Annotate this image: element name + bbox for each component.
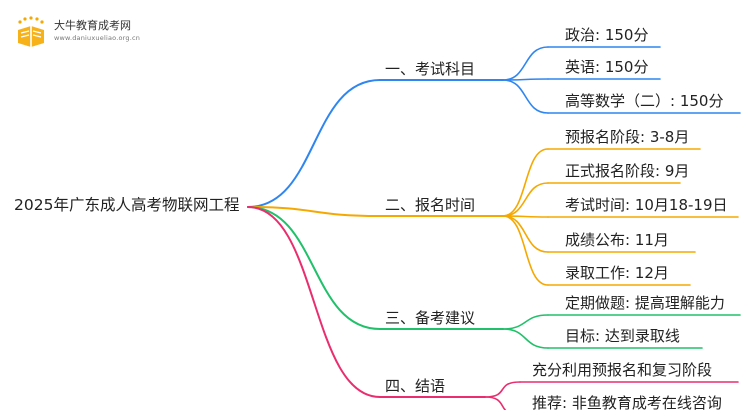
leaf-node-1-2[interactable]: 英语: 150分 (565, 58, 649, 76)
branch-connector-4 (247, 206, 381, 398)
leaf-node-1-3[interactable]: 高等数学（二）: 150分 (565, 92, 724, 110)
logo-subtitle: www.daniuxueliao.org.cn (54, 34, 141, 42)
leaf-node-3-1[interactable]: 定期做题: 提高理解能力 (565, 294, 725, 312)
leaf-connector-3-2 (502, 328, 549, 349)
leaf-connector-4-1 (484, 381, 521, 398)
leaf-node-2-1[interactable]: 预报名阶段: 3-8月 (565, 128, 690, 146)
leaf-node-4-1[interactable]: 充分利用预报名和复习阶段 (532, 361, 713, 379)
brand-logo: 大牛教育成考网 www.daniuxueliao.org.cn (14, 14, 164, 50)
leaf-connector-2-4 (502, 215, 549, 253)
branch-node-2[interactable]: 二、报名时间 (385, 196, 476, 214)
branch-node-1[interactable]: 一、考试科目 (385, 60, 476, 78)
logo-title: 大牛教育成考网 (54, 19, 131, 32)
branch-connector-1 (247, 79, 381, 208)
leaf-connector-3-1 (502, 314, 549, 330)
leaf-node-2-3[interactable]: 考试时间: 10月18-19日 (565, 196, 728, 214)
leaf-connector-2-5 (502, 215, 549, 286)
leaf-node-4-2[interactable]: 推荐: 非鱼教育成考在线咨询 (532, 394, 722, 412)
branch-node-4[interactable]: 四、结语 (385, 377, 446, 395)
leaf-connector-2-1 (502, 148, 549, 217)
root-node[interactable]: 2025年广东成人高考物联网工程 (14, 196, 240, 214)
leaf-node-3-2[interactable]: 目标: 达到录取线 (565, 327, 680, 345)
leaf-connector-1-3 (502, 79, 549, 114)
leaf-node-2-2[interactable]: 正式报名阶段: 9月 (565, 162, 690, 180)
leaf-node-2-4[interactable]: 成绩公布: 11月 (565, 231, 669, 249)
leaf-connector-1-1 (502, 46, 549, 81)
leaf-node-2-5[interactable]: 录取工作: 12月 (565, 264, 669, 282)
leaf-connector-2-2 (502, 182, 549, 217)
leaf-connector-4-2 (484, 396, 507, 410)
book-icon (18, 16, 44, 47)
leaf-node-1-1[interactable]: 政治: 150分 (565, 26, 649, 44)
branch-connector-2 (247, 206, 381, 217)
branch-connector-3 (247, 206, 381, 330)
branch-node-3[interactable]: 三、备考建议 (385, 309, 476, 327)
